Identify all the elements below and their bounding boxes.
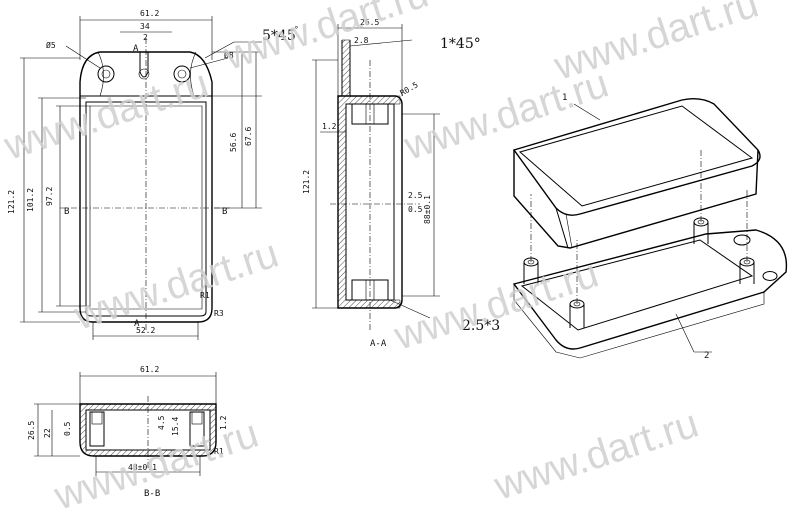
- dim-bb-4-5: 4.5: [157, 415, 166, 430]
- dim-chamfer-5x45: 5*45: [262, 28, 296, 44]
- dim-hole-d5: Ø5: [46, 40, 56, 50]
- radius-r1: R1: [200, 291, 210, 300]
- section-bb-view: 61.2 26.5 22 0.5 4.5 15.4 1.2 R1 48±0.1 …: [27, 365, 228, 499]
- dim-bb-15-4: 15.4: [171, 417, 180, 436]
- dim-side-1x45: 1*45°: [440, 36, 481, 52]
- dim-bb-0-5: 0.5: [63, 421, 72, 436]
- dim-side-2-5x3: 2.5*3: [462, 318, 500, 334]
- section-b-left-label: B: [64, 207, 69, 217]
- watermark-text: www.dart.ru: [218, 0, 433, 79]
- top-view-outline: [79, 51, 213, 323]
- dim-side-2-5: 2.5: [408, 191, 423, 200]
- top-view-inner-rim: [85, 101, 207, 317]
- dim-left-97-2: 97.2: [45, 187, 54, 206]
- dim-bb-22: 22: [43, 428, 52, 438]
- dim-bb-r1: R1: [214, 447, 224, 456]
- dim-bottom-52-2: 52.2: [136, 326, 155, 335]
- dim-side-26-5: 26.5: [360, 18, 379, 27]
- dim-bb-48: 48±0.1: [128, 463, 157, 472]
- keyhole-slot: [139, 52, 149, 78]
- dim-top-inner: 34: [140, 22, 150, 31]
- dim-bb-26-5: 26.5: [27, 421, 36, 440]
- dim-left-121-2: 121.2: [7, 190, 16, 214]
- section-bb-label: B-B: [144, 489, 160, 499]
- watermark-layer: www.dart.ru www.dart.ru www.dart.ru www.…: [0, 0, 764, 518]
- radius-r3: R3: [214, 309, 224, 318]
- dim-left-101-2: 101.2: [26, 188, 35, 212]
- watermark-text: www.dart.ru: [548, 0, 763, 89]
- lid-side-face: [513, 149, 759, 249]
- section-a-top-label: A: [133, 44, 139, 54]
- dim-side-0-5: 0.5: [408, 205, 423, 214]
- section-aa-label: A-A: [370, 339, 387, 349]
- section-b-right-label: B: [222, 207, 227, 217]
- dim-side-121-2: 121.2: [302, 170, 311, 194]
- dim-right-56-6: 56.6: [229, 133, 238, 152]
- part-2-label: 2: [704, 351, 709, 361]
- dim-right-67-6: 67.6: [244, 127, 253, 146]
- watermark-text: www.dart.ru: [388, 251, 603, 358]
- mount-hole-left: [97, 65, 115, 83]
- top-view: 61.2 34 2 A Ø5 Ø8 5*45 ° 121.2 101.2 97.…: [7, 9, 299, 340]
- dim-side-88: 88±0.1: [423, 195, 432, 224]
- base-outline: [512, 229, 788, 350]
- watermark-text: www.dart.ru: [68, 231, 283, 338]
- dim-top-width: 61.2: [140, 9, 159, 18]
- dim-hole-d8: Ø8: [224, 50, 234, 60]
- watermark-text: www.dart.ru: [488, 401, 703, 508]
- section-a-bottom-label: A: [134, 319, 140, 329]
- dim-bb-1-2: 1.2: [219, 415, 228, 430]
- part-1-label: 1: [562, 93, 567, 103]
- watermark-text: www.dart.ru: [0, 61, 214, 168]
- dim-chamfer-deg: °: [294, 25, 299, 34]
- dim-side-2-8: 2.8: [354, 36, 369, 45]
- dim-bb-61-2: 61.2: [140, 365, 159, 374]
- mount-hole-right: [173, 65, 191, 83]
- isometric-view: 1 2: [512, 93, 788, 361]
- dim-side-1-2: 1.2: [322, 122, 337, 131]
- dim-top-2: 2: [143, 33, 148, 42]
